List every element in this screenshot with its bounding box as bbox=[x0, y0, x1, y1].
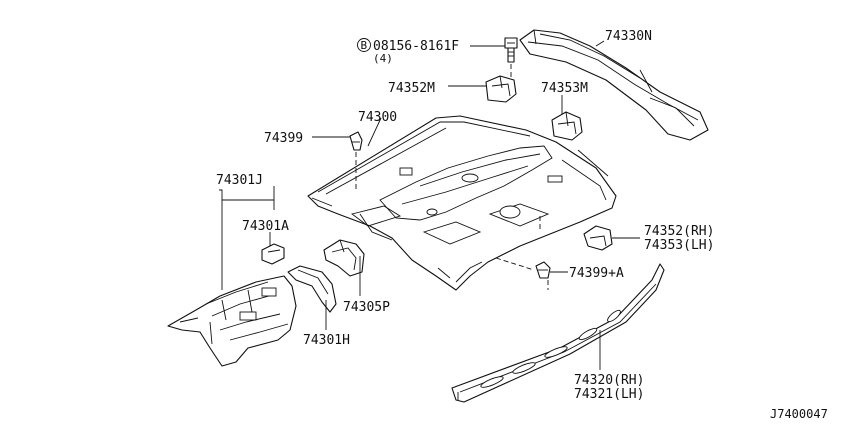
floor-main-label: 74300 bbox=[358, 110, 397, 125]
bracket-74353m-part bbox=[551, 111, 583, 141]
bolt-label: 08156-8161F bbox=[373, 39, 459, 54]
bracket-74352m-part bbox=[485, 75, 517, 103]
sill-part bbox=[451, 263, 665, 403]
bracket-rh-label: 74352(RH) bbox=[644, 224, 714, 239]
leader-lines bbox=[219, 40, 640, 370]
rear-member-label: 74330N bbox=[605, 29, 652, 44]
bolt-qty-label: (4) bbox=[373, 52, 393, 65]
bolt-badge: B bbox=[361, 39, 368, 52]
reference-code: J7400047 bbox=[770, 407, 828, 421]
bolt-callout: B 08156-8161F (4) bbox=[357, 38, 459, 65]
front-bracket-74301a-part bbox=[261, 243, 285, 265]
bracket-rh-lh-part bbox=[539, 216, 613, 251]
sill-rh-label: 74320(RH) bbox=[574, 373, 644, 388]
main-floor-panel-part bbox=[307, 115, 617, 291]
center-piece-label: 74305P bbox=[343, 300, 390, 315]
front-floor-label: 74301J bbox=[216, 173, 263, 188]
bracket-right-label: 74353M bbox=[541, 81, 588, 96]
front-piece-74301h-part bbox=[287, 265, 337, 313]
clip-74399-part bbox=[349, 131, 363, 190]
bracket-top-label: 74352M bbox=[388, 81, 435, 96]
rear-side-member-part bbox=[519, 29, 709, 141]
center-piece-74305p-part bbox=[323, 239, 365, 277]
sill-lh-label: 74321(LH) bbox=[574, 387, 644, 402]
clip-right-label: 74399+A bbox=[569, 266, 624, 281]
front-floor-part bbox=[167, 275, 297, 367]
bolt-part bbox=[504, 37, 518, 82]
clip-left-label: 74399 bbox=[264, 131, 303, 146]
clip-74399a-part bbox=[495, 257, 551, 290]
front-bracket-label: 74301A bbox=[242, 219, 289, 234]
front-piece-label: 74301H bbox=[303, 333, 350, 348]
bracket-lh-label: 74353(LH) bbox=[644, 238, 714, 253]
